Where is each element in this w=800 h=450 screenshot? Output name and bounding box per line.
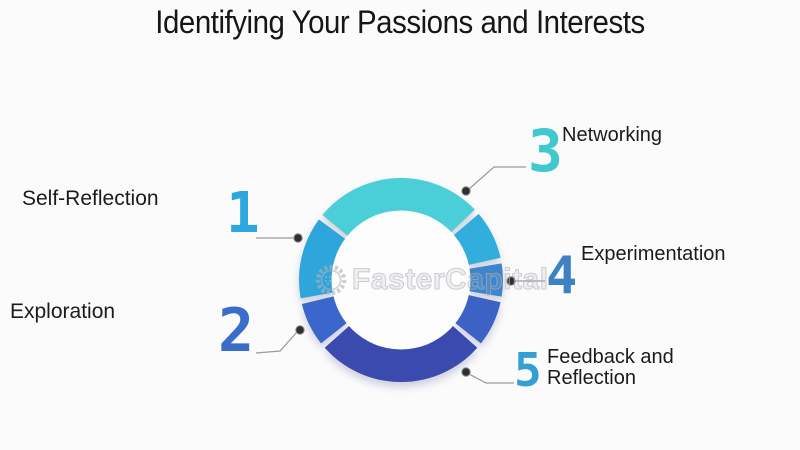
ring-segment-top-turquoise xyxy=(322,178,475,237)
leader-line-5 xyxy=(468,373,514,384)
ring-segment-bottom-dark-indigo xyxy=(324,325,478,382)
step-number-2: 2 xyxy=(218,296,255,366)
step-number-3: 3 xyxy=(528,117,563,185)
ring-inner-disc xyxy=(331,210,471,350)
ring-segments xyxy=(299,178,503,382)
step-number-5: 5 xyxy=(514,343,542,397)
ring-segment-lower-right-indigo xyxy=(454,294,501,344)
page-title: Identifying Your Passions and Interests xyxy=(155,4,645,40)
step-label-exploration: Exploration xyxy=(10,300,116,323)
leader-dot-1 xyxy=(293,233,303,243)
ring-segment-upper-right-cyan xyxy=(453,213,501,266)
step-label-self-reflection: Self-Reflection xyxy=(22,187,159,210)
step-number-1: 1 xyxy=(226,181,260,246)
ring-segment-left-cyan xyxy=(299,219,346,299)
step-label-networking: Networking xyxy=(562,124,663,146)
step-label-experimentation: Experimentation xyxy=(581,243,726,265)
ring-segment-lower-left-royal xyxy=(301,295,348,344)
leader-line-3 xyxy=(468,166,526,190)
leader-dot-3 xyxy=(461,186,471,196)
ring-segment-right-steel-blue xyxy=(468,263,503,297)
step-number-4: 4 xyxy=(546,246,578,306)
leader-dot-5 xyxy=(461,367,471,377)
leader-dot-2 xyxy=(295,325,305,335)
leader-line-2 xyxy=(255,331,298,354)
step-label-feedback-reflection: Feedback and Reflection xyxy=(547,346,674,389)
leader-dot-4 xyxy=(506,276,516,286)
